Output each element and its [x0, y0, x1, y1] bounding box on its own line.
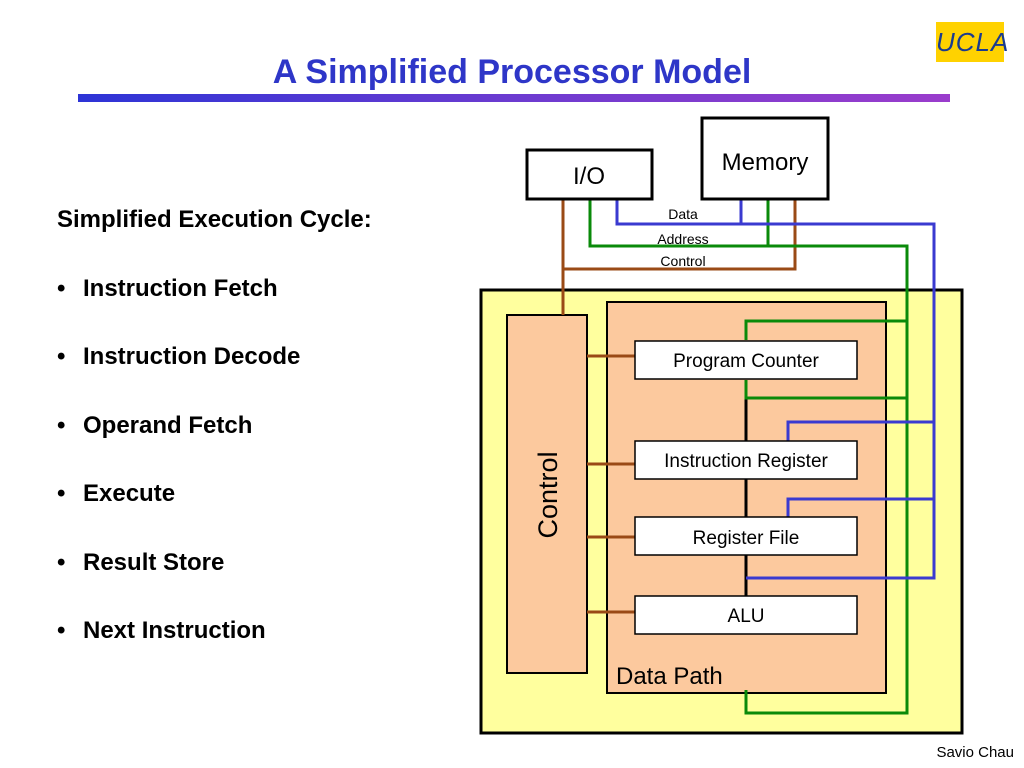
io-box [525, 148, 654, 201]
io-label: I/O [573, 163, 605, 190]
bullet-icon: • [57, 343, 66, 371]
title-underline [78, 94, 950, 102]
bullet-icon: • [57, 480, 66, 508]
step-label: Execute [83, 480, 176, 508]
step-label: Result Store [83, 548, 225, 576]
step-label: Instruction Decode [83, 343, 301, 371]
instruction-register-box [634, 440, 858, 480]
control-unit-box [506, 314, 588, 674]
list-item: • Result Store [57, 548, 300, 616]
execution-cycle-heading: Simplified Execution Cycle: [57, 206, 372, 233]
control-bus [561, 199, 797, 315]
step-label: Instruction Fetch [83, 275, 278, 302]
program-counter-box [634, 340, 858, 380]
slide-title: A Simplified Processor Model [272, 53, 752, 91]
bullet-icon: • [57, 548, 66, 576]
datapath-label: Data Path [616, 663, 723, 690]
list-item: • Execute [57, 479, 300, 547]
control-lines [587, 354, 635, 614]
control-bus-label: Control [660, 253, 705, 269]
data-bus [615, 199, 936, 580]
register-file-label: Register File [693, 528, 800, 549]
execution-steps-list: • Instruction Fetch • Instruction Decode •… [57, 274, 300, 684]
ucla-logo: UCLA [936, 22, 1008, 62]
step-label: Next Instruction [83, 616, 266, 644]
memory-box [700, 116, 830, 201]
list-item: • Instruction Fetch [57, 274, 300, 342]
bullet-icon: • [57, 275, 66, 302]
program-counter-label: Program Counter [673, 351, 819, 372]
list-item: • Operand Fetch [57, 411, 300, 479]
register-file-box [634, 516, 858, 556]
list-item: • Next Instruction [57, 616, 300, 684]
alu-label: ALU [728, 606, 765, 627]
address-bus-label: Address [657, 231, 708, 247]
step-label: Operand Fetch [83, 411, 253, 439]
instruction-register-label: Instruction Register [664, 451, 828, 472]
author-footer: Savio Chau [936, 744, 1014, 761]
data-bus-label: Data [668, 206, 698, 222]
bullet-icon: • [57, 616, 66, 644]
alu-box [634, 595, 858, 635]
list-item: • Instruction Decode [57, 342, 300, 410]
memory-label: Memory [722, 149, 809, 176]
bullet-icon: • [57, 411, 66, 439]
control-unit-label: Control [533, 451, 563, 538]
